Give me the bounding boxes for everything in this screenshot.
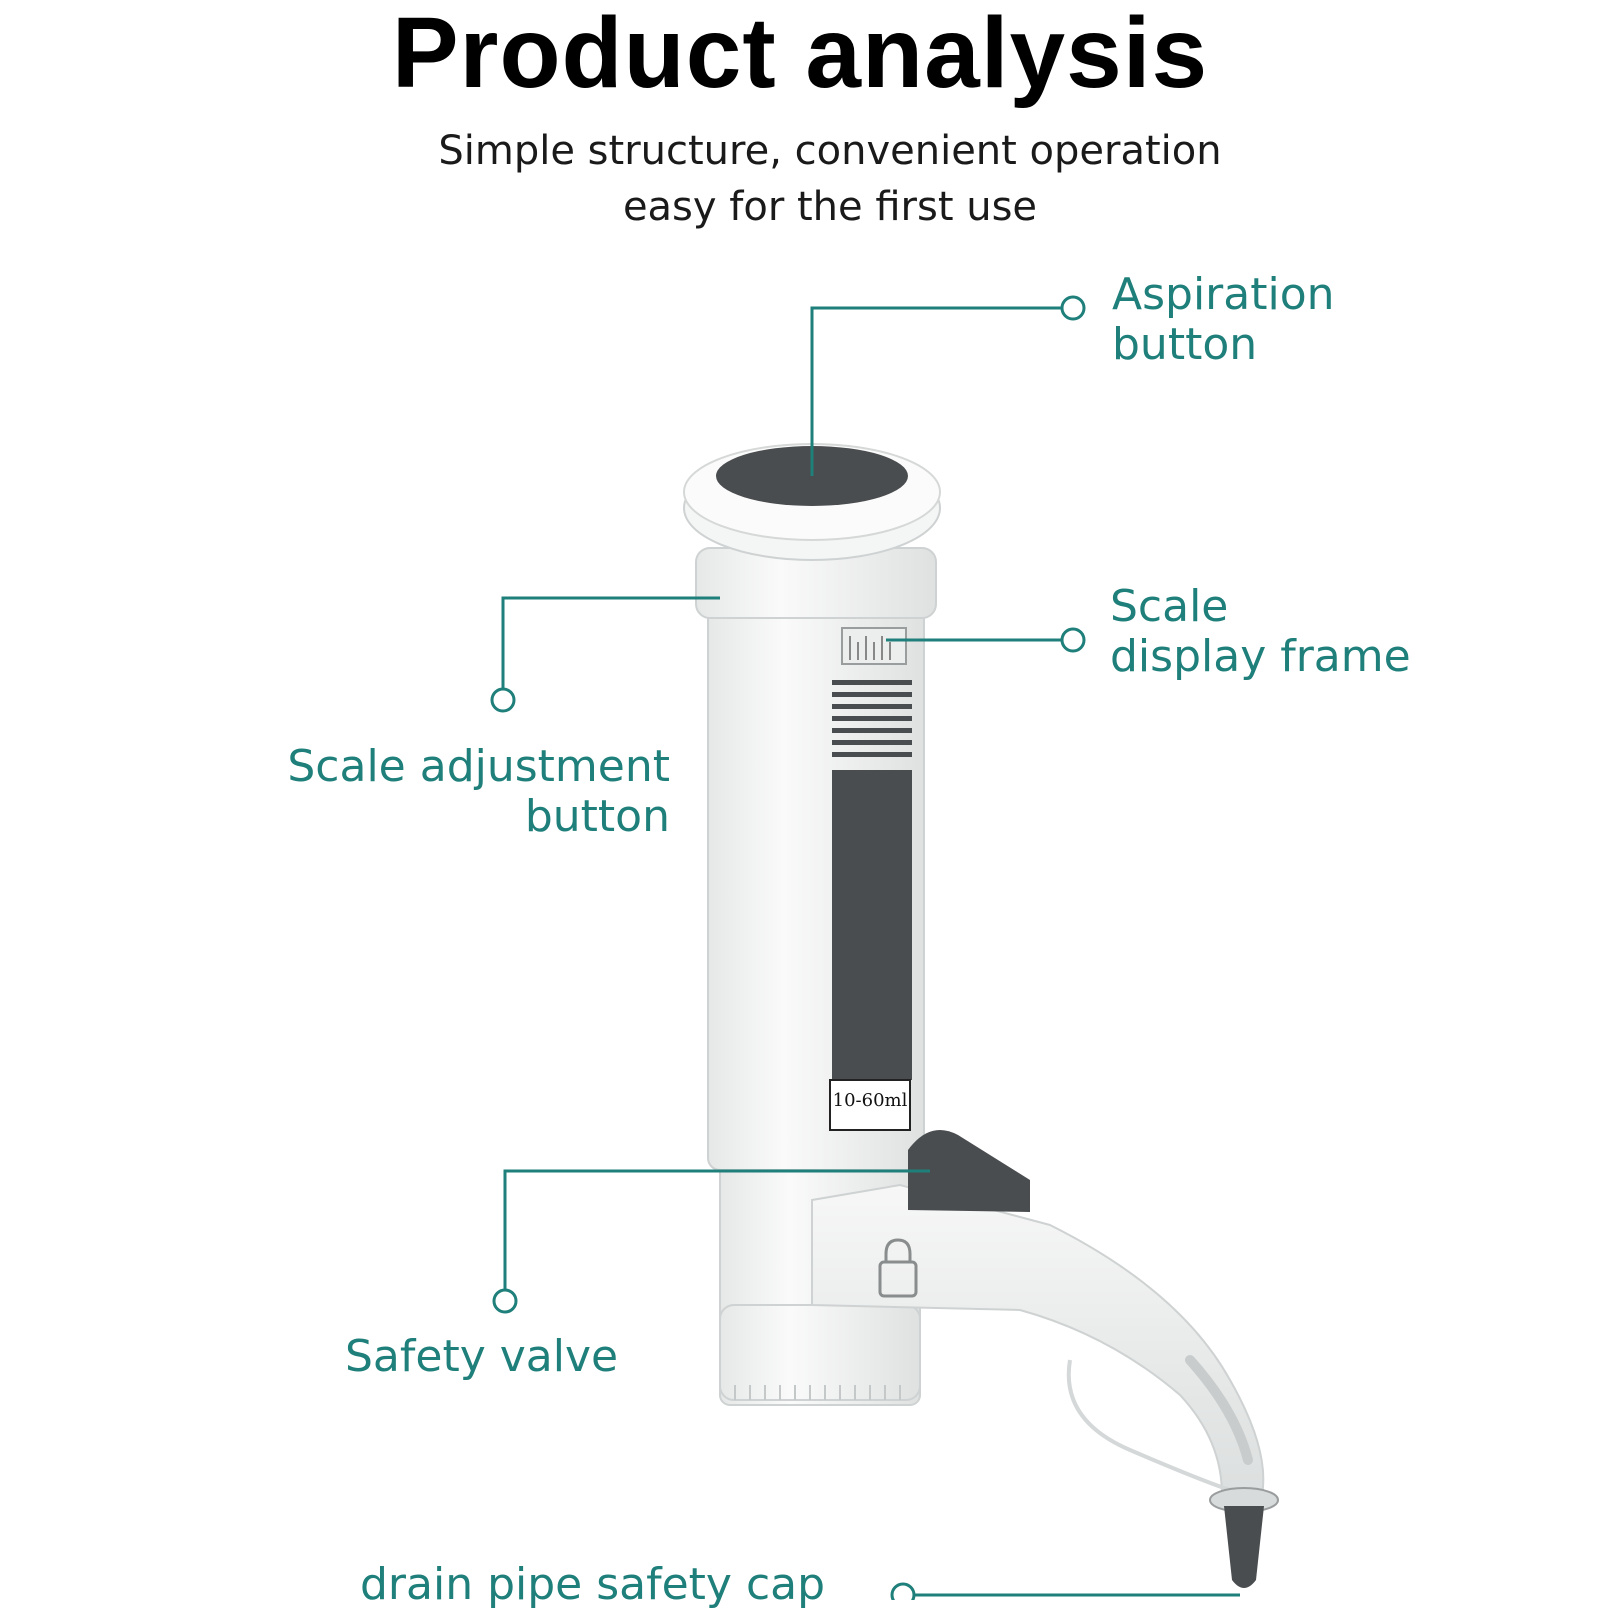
label-scale-adjustment-button: Scale adjustment button (230, 742, 670, 842)
callout-leaders (490, 295, 1240, 1600)
base-ridges (734, 1385, 901, 1400)
leader-aspiration-button (810, 306, 1062, 476)
subtitle-line-1: Simple structure, convenient operation (438, 128, 1222, 174)
label-aspiration-line2: button (1112, 319, 1258, 370)
drain-cap (1224, 1506, 1264, 1588)
label-scale-display-frame: Scale display frame (1110, 582, 1411, 682)
label-drain-cap-line1: drain pipe safety cap (360, 1559, 826, 1610)
spout-window (1185, 1355, 1253, 1465)
leader-safety-valve (503, 1169, 930, 1290)
label-drain-pipe-safety-cap: drain pipe safety cap (360, 1560, 825, 1610)
label-scale-display-line1: Scale (1110, 581, 1229, 632)
volume-tag (829, 1079, 911, 1131)
label-scale-display-line2: display frame (1110, 631, 1411, 682)
leader-dot-scale-display (1060, 627, 1086, 653)
leader-dot-drain-cap (890, 1582, 916, 1600)
bottle-dispenser-illustration: 10-60ml (683, 443, 1279, 1588)
label-aspiration-line1: Aspiration (1112, 269, 1335, 320)
label-safety-valve: Safety valve (345, 1332, 618, 1382)
grip-stripes (832, 680, 912, 757)
tubing-loop (1066, 1359, 1231, 1492)
page-title: Product analysis (391, 0, 1209, 109)
safety-valve-lever (908, 1130, 1030, 1212)
label-aspiration-button: Aspiration button (1112, 270, 1335, 370)
lock-icon (878, 1238, 918, 1298)
subtitle-line-2: easy for the first use (622, 184, 1038, 230)
leader-scale-adjustment (501, 596, 720, 689)
leader-dot-scale-adjustment (490, 687, 516, 713)
label-scale-adjustment-line2: button (524, 791, 670, 842)
volume-label-panel (832, 770, 912, 1080)
leader-dot-safety-valve (492, 1288, 518, 1314)
leader-dot-aspiration (1060, 295, 1086, 321)
scale-window-ticks (849, 636, 891, 660)
volume-tag-text: 10-60ml (833, 1090, 908, 1111)
label-scale-adjustment-line1: Scale adjustment (287, 741, 670, 792)
label-safety-valve-line1: Safety valve (345, 1331, 619, 1382)
